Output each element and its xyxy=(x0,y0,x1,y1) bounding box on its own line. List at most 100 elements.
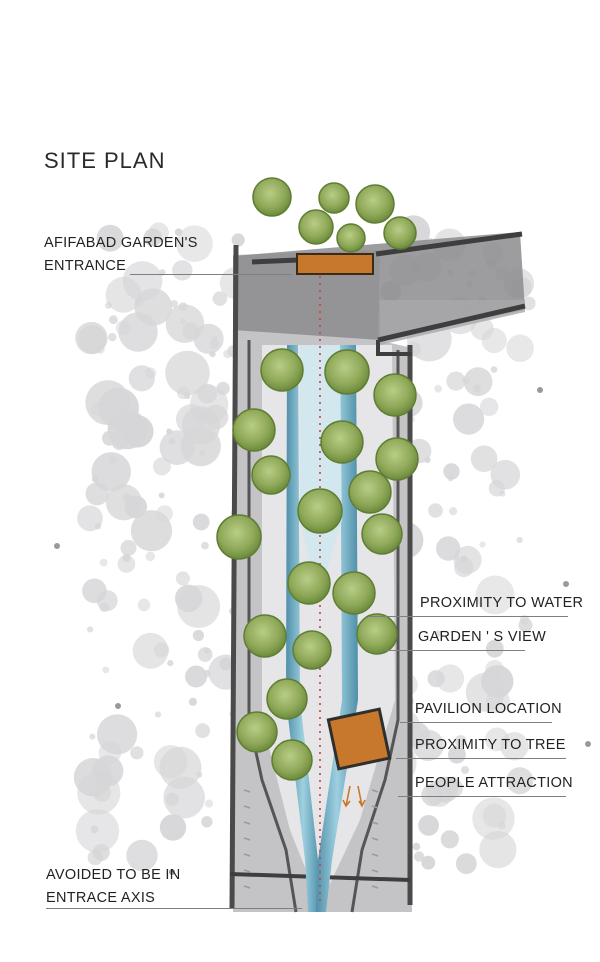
background-circle xyxy=(421,855,436,870)
paving-mark xyxy=(243,853,251,857)
people-attraction-leader xyxy=(398,796,566,797)
background-circle xyxy=(96,590,118,612)
tree xyxy=(318,182,350,214)
entrance-label-line2: ENTRANCE xyxy=(44,258,127,274)
paving-mark xyxy=(243,805,251,809)
paving-mark xyxy=(243,869,251,873)
tree xyxy=(243,614,287,658)
background-circle xyxy=(98,387,139,429)
tree xyxy=(336,223,366,253)
paving-mark xyxy=(371,853,379,857)
background-circle xyxy=(99,558,108,567)
background-circle xyxy=(440,830,459,849)
entrance-gate xyxy=(296,253,374,275)
background-circle xyxy=(460,555,468,563)
background-circle xyxy=(485,639,504,658)
background-circle xyxy=(461,766,470,774)
paving-mark xyxy=(243,885,251,889)
background-circle xyxy=(130,746,144,760)
background-dot xyxy=(54,543,60,549)
proximity-tree-label: PROXIMITY TO TREE xyxy=(415,737,566,753)
tree xyxy=(356,613,398,655)
background-circle xyxy=(122,553,131,562)
tree xyxy=(232,408,276,452)
entrance-step xyxy=(376,340,412,356)
background-circle xyxy=(165,350,210,396)
background-circle xyxy=(425,779,453,807)
background-circle xyxy=(475,575,515,615)
background-circle xyxy=(231,233,245,247)
paving-mark xyxy=(243,837,251,841)
tree xyxy=(375,437,419,481)
background-circle xyxy=(481,327,507,354)
background-circle xyxy=(212,291,228,306)
background-dot xyxy=(537,387,543,393)
background-circle xyxy=(488,480,505,497)
background-circle xyxy=(179,318,186,325)
tree xyxy=(355,184,395,224)
entrance-leader-line xyxy=(130,274,292,275)
background-circle xyxy=(192,629,204,642)
pavilion-location-leader xyxy=(400,722,552,723)
background-circle xyxy=(118,312,158,352)
background-circle xyxy=(204,799,214,808)
background-circle xyxy=(77,771,121,815)
background-circle xyxy=(482,803,507,828)
background-circles xyxy=(54,215,591,875)
background-circle xyxy=(455,853,477,874)
background-circle xyxy=(109,315,118,325)
background-circle xyxy=(137,598,151,612)
water-channel-east xyxy=(316,345,358,912)
tree xyxy=(324,349,370,395)
background-circle xyxy=(434,384,443,393)
background-circle xyxy=(436,536,461,561)
tree xyxy=(236,711,278,753)
tree xyxy=(298,209,334,245)
background-circle xyxy=(159,814,187,841)
background-circle xyxy=(199,449,206,456)
background-circle xyxy=(108,456,117,465)
background-circle xyxy=(87,849,104,866)
background-circle xyxy=(128,365,155,392)
background-circle xyxy=(117,555,136,573)
avoided-axis-leader xyxy=(46,908,302,909)
background-dot xyxy=(115,703,121,709)
background-circle xyxy=(165,792,179,806)
tree xyxy=(332,571,376,615)
background-circle xyxy=(189,385,229,424)
avoided-axis-line1: AVOIDED TO BE IN xyxy=(46,867,181,883)
background-dot xyxy=(585,741,591,747)
background-circle xyxy=(175,571,190,586)
paving-mark xyxy=(371,885,379,889)
background-circle xyxy=(77,505,103,532)
paving-mark xyxy=(371,821,379,825)
entrance-wall-top xyxy=(251,231,523,265)
background-circle xyxy=(145,551,156,562)
background-circle xyxy=(479,831,517,869)
background-circle xyxy=(448,745,466,764)
background-circle xyxy=(412,842,421,851)
people-attraction-label: PEOPLE ATTRACTION xyxy=(415,775,573,791)
entrance-label: AFIFABAD GARDEN'S ENTRANCE xyxy=(44,232,198,278)
paving-mark xyxy=(243,789,251,793)
background-circle xyxy=(201,816,213,828)
pavilion xyxy=(326,707,392,771)
background-circle xyxy=(126,839,158,872)
background-circle xyxy=(111,434,127,450)
west-inner-wall xyxy=(247,340,298,913)
background-circle xyxy=(506,334,534,363)
tree xyxy=(373,373,417,417)
tree xyxy=(252,177,292,217)
background-circle xyxy=(159,430,195,465)
background-circle xyxy=(412,729,444,762)
background-circle xyxy=(463,367,493,397)
background-dot xyxy=(563,581,569,587)
background-circle xyxy=(115,427,122,434)
pavilion-location-label: PAVILION LOCATION xyxy=(415,701,562,717)
people-arrows xyxy=(342,785,366,808)
background-circle xyxy=(479,541,486,548)
background-circle xyxy=(418,815,439,836)
background-circle xyxy=(446,371,466,391)
background-circle xyxy=(453,403,485,435)
